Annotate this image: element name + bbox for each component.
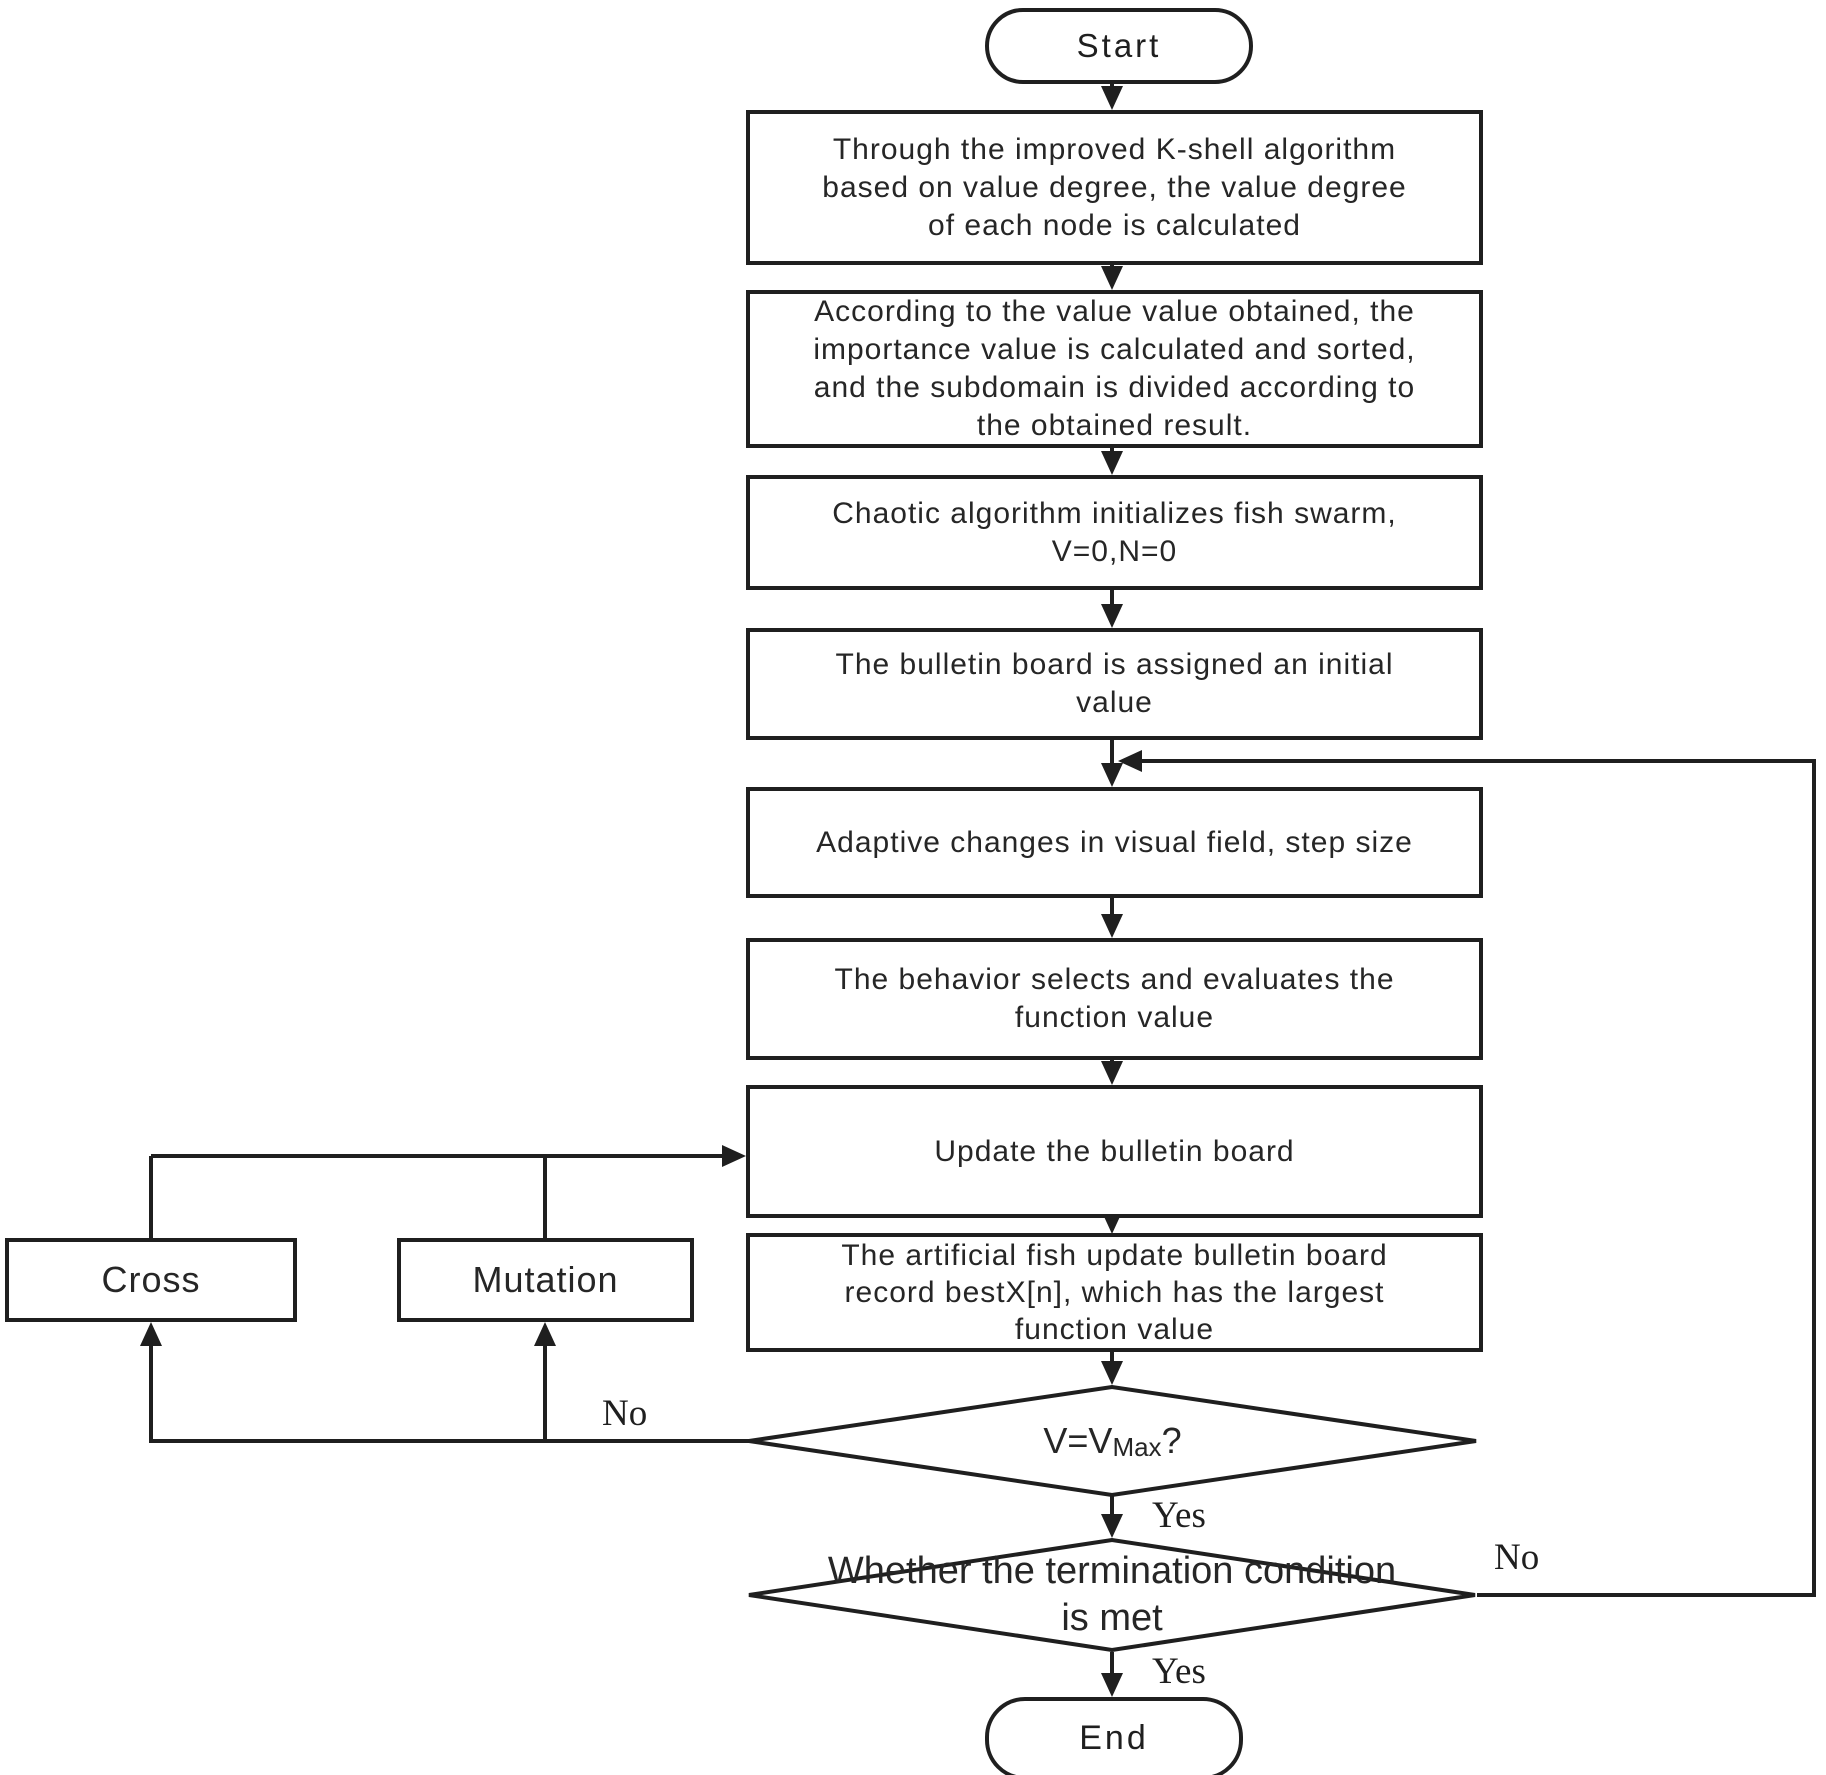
connector-start-kshell	[1110, 76, 1114, 92]
connector-mutation-up	[543, 1156, 547, 1238]
edge-label-no-decision2: No	[1494, 1537, 1540, 1578]
connector-bestx-decision1	[1110, 1352, 1114, 1366]
connector-chaotic-bulletin	[1110, 590, 1114, 610]
arrowhead-into-chaotic	[1101, 451, 1123, 475]
mutation-label: Mutation	[472, 1259, 619, 1300]
connector-feedback-horizontal	[1132, 759, 1816, 763]
arrowhead-into-decision1	[1101, 1361, 1123, 1385]
process-importance: According to the value value obtained, t…	[746, 290, 1483, 448]
vmax-post: ?	[1161, 1420, 1182, 1461]
arrowhead-into-update-left	[722, 1145, 746, 1167]
arrowhead-into-mutation	[534, 1322, 556, 1346]
process-bulletin-init: The bulletin board is assigned an initia…	[746, 628, 1483, 740]
connector-cross-up	[149, 1156, 153, 1238]
cross-label: Cross	[101, 1259, 201, 1300]
arrowhead-into-adaptive	[1101, 763, 1123, 787]
edge-label-yes-decision2: Yes	[1152, 1651, 1206, 1692]
connector-to-update-horizontal	[151, 1154, 726, 1158]
arrowhead-into-behavior	[1101, 914, 1123, 938]
connector-no-to-mutation	[543, 1338, 547, 1443]
start-node: Start	[985, 8, 1253, 84]
process-cross: Cross	[5, 1238, 297, 1322]
connector-decision1-no-horizontal	[151, 1439, 749, 1443]
start-label: Start	[1076, 27, 1162, 64]
edge-label-yes-decision1: Yes	[1152, 1495, 1206, 1536]
connector-feedback-vertical	[1812, 759, 1816, 1597]
decision-termination-diamond	[748, 1538, 1476, 1652]
process-mutation: Mutation	[397, 1238, 694, 1322]
end-node: End	[985, 1697, 1243, 1775]
decision-termination-label: Whether the termination condition is met	[827, 1550, 1397, 1639]
arrowhead-into-kshell	[1101, 86, 1123, 110]
connector-adaptive-behavior	[1110, 898, 1114, 920]
connector-bulletin-adaptive	[1110, 740, 1114, 768]
arrowhead-into-bulletin	[1101, 604, 1123, 628]
process-kshell: Through the improved K-shell algorithm b…	[746, 110, 1483, 265]
arrowhead-into-decision2	[1101, 1514, 1123, 1538]
connector-decision2-end	[1110, 1652, 1114, 1678]
end-label: End	[1079, 1719, 1149, 1757]
vmax-pre: V=V	[1043, 1420, 1113, 1461]
arrowhead-feedback-merge	[1118, 750, 1142, 772]
process-bestx: The artificial fish update bulletin boar…	[746, 1233, 1483, 1352]
process-adaptive: Adaptive changes in visual field, step s…	[746, 787, 1483, 898]
arrowhead-into-end	[1101, 1673, 1123, 1697]
process-chaotic-init: Chaotic algorithm initializes fish swarm…	[746, 475, 1483, 590]
arrowhead-into-update	[1101, 1061, 1123, 1085]
vmax-sub: Max	[1112, 1431, 1162, 1462]
arrowhead-into-cross	[140, 1322, 162, 1346]
arrowhead-into-importance	[1101, 266, 1123, 290]
process-behavior: The behavior selects and evaluates the f…	[746, 938, 1483, 1060]
connector-decision1-decision2	[1110, 1496, 1114, 1520]
decision-vmax-diamond	[748, 1385, 1477, 1497]
edge-label-no-decision1: No	[602, 1393, 648, 1434]
process-update-board: Update the bulletin board	[746, 1085, 1483, 1218]
connector-no-to-cross	[149, 1338, 153, 1443]
connector-decision2-no-horizontal	[1477, 1593, 1816, 1597]
